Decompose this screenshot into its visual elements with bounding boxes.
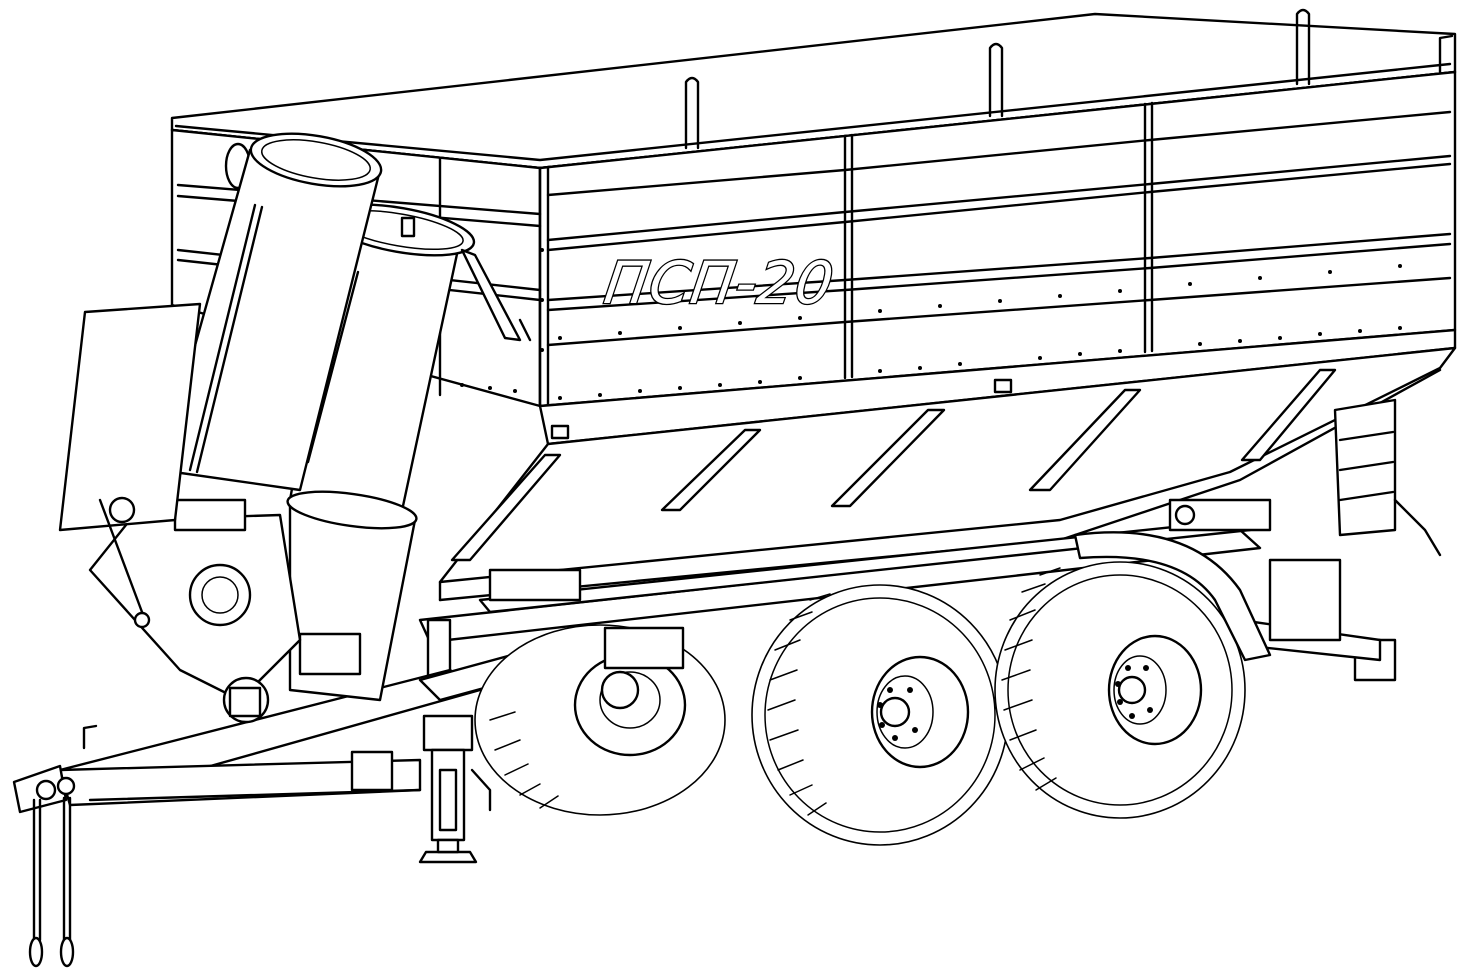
axle-brackets <box>488 498 1272 710</box>
rear-axle-wheel-back <box>474 624 726 816</box>
rear-ladder <box>1333 398 1442 557</box>
unloading-auger-back <box>158 132 383 492</box>
control-box <box>58 302 202 629</box>
rivet-dots <box>460 248 1402 400</box>
wheel-rear <box>994 561 1246 819</box>
model-label: ПСП-20 <box>600 249 838 317</box>
drawbar <box>12 648 552 968</box>
hydraulic-cylinder <box>460 248 532 342</box>
auger-base-housing <box>88 498 302 724</box>
top-handrails <box>684 8 1454 150</box>
lower-hopper <box>438 346 1457 602</box>
rear-mudguard <box>1073 531 1342 662</box>
wheel-front <box>751 584 1009 846</box>
jack-stand <box>418 714 492 864</box>
tire-tread-lugs <box>489 567 1061 816</box>
